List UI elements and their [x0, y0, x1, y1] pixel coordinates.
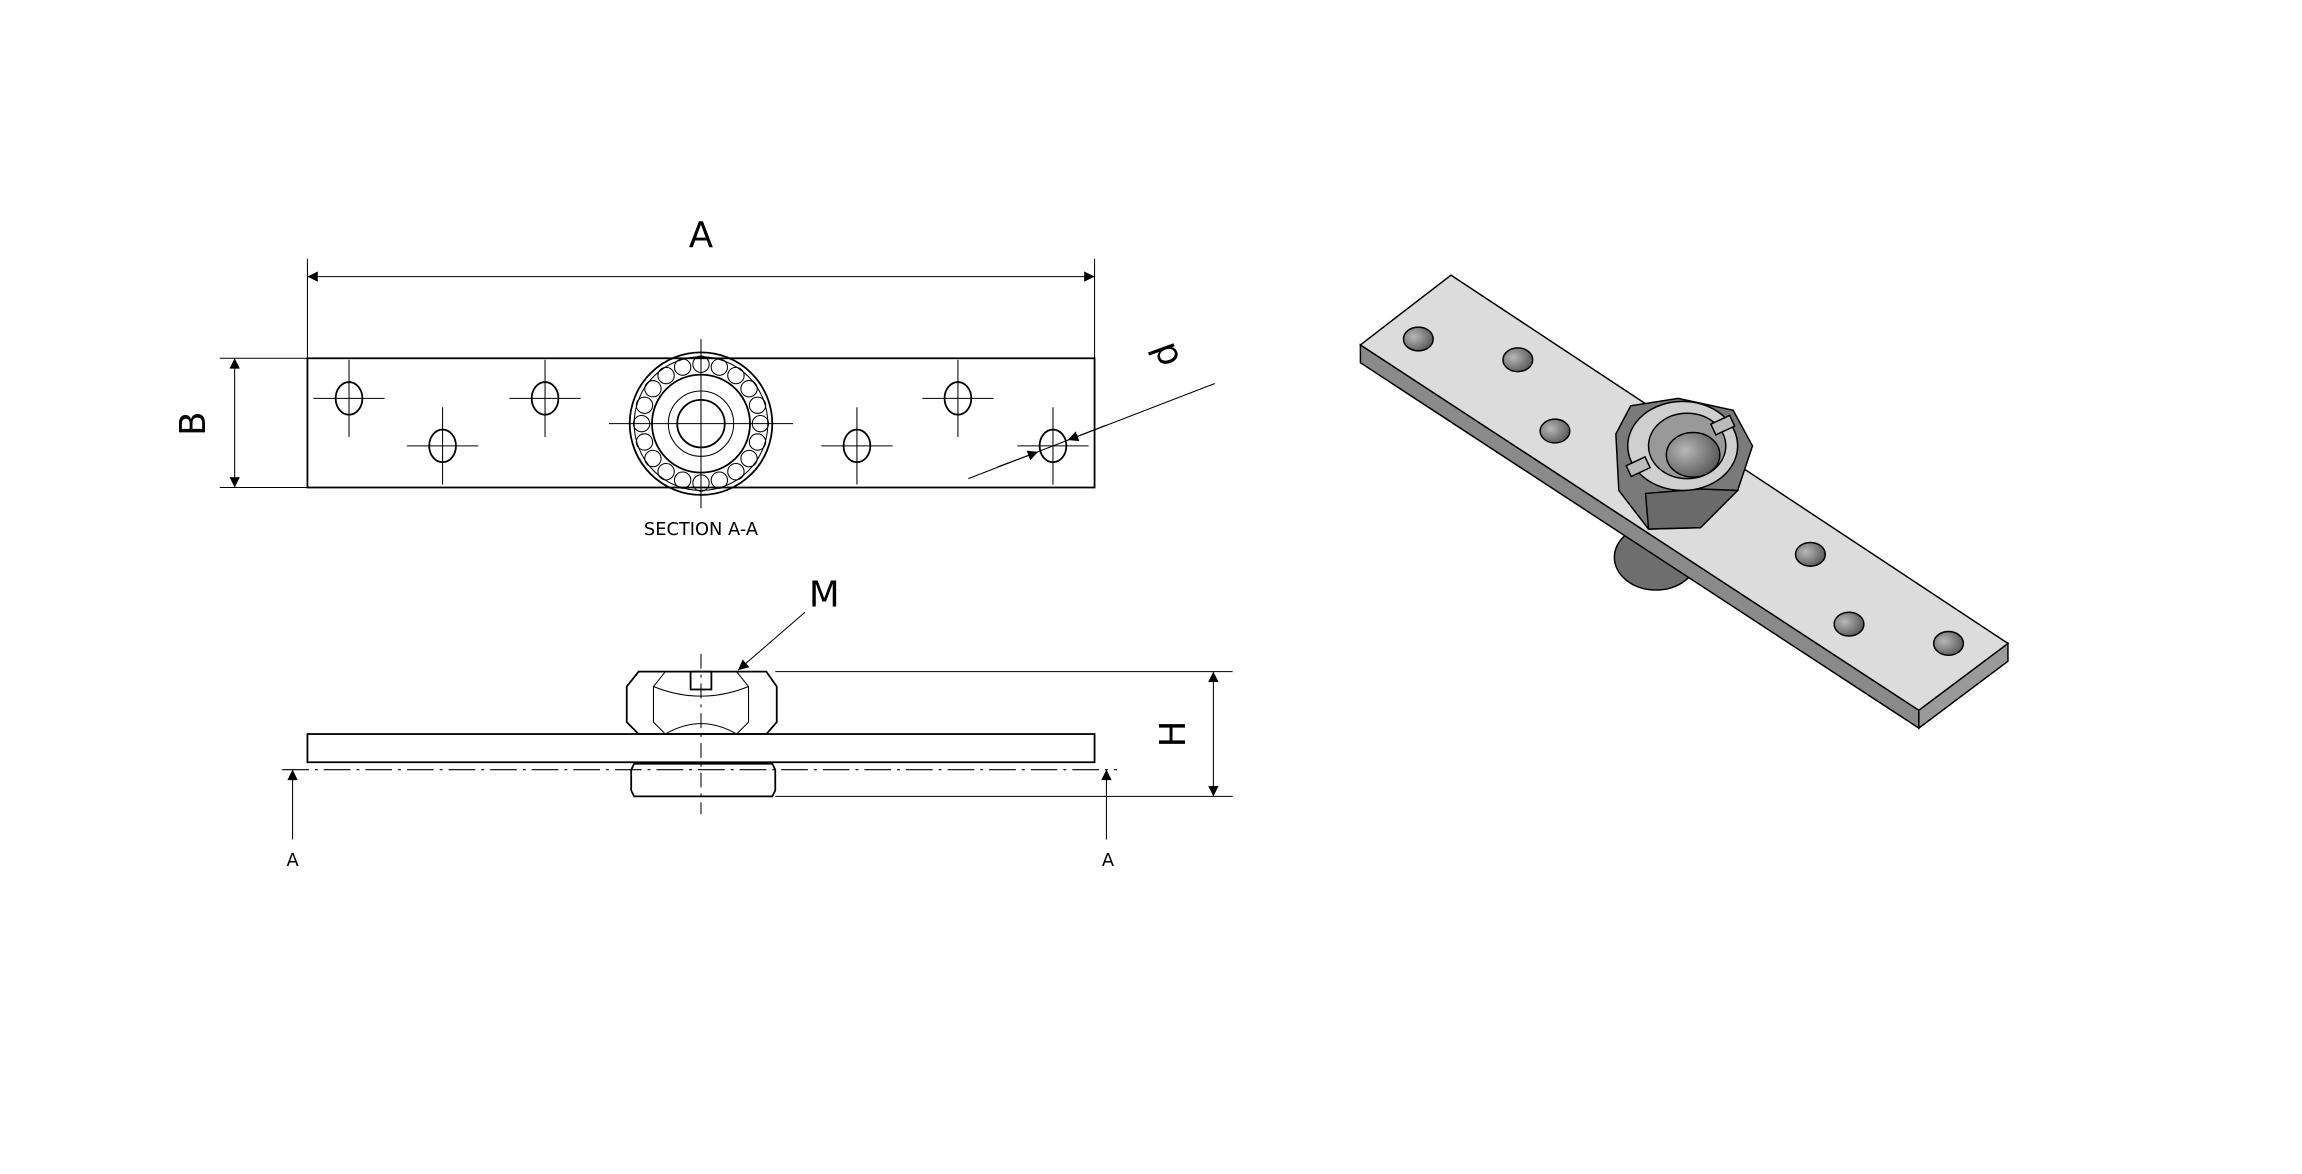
iso-hole — [1502, 347, 1534, 373]
ball — [657, 366, 675, 385]
ball — [748, 396, 767, 414]
dimension-label-b: B — [173, 411, 214, 435]
side-view: A A H M — [282, 574, 1233, 871]
ball — [644, 380, 662, 398]
iso-hole — [1932, 630, 1965, 657]
iso-slotted-nut — [1615, 397, 1754, 530]
thread-label-m: M — [809, 574, 840, 615]
ball — [644, 449, 662, 468]
nut-section — [608, 338, 794, 509]
dimension-label-d: d — [1142, 337, 1188, 372]
top-view: A B d SECTION A-A — [173, 215, 1216, 540]
mounting-holes — [313, 359, 1089, 485]
ball — [727, 366, 745, 385]
iso-hole — [1539, 418, 1571, 444]
iso-hole — [1794, 541, 1827, 567]
ball — [657, 463, 675, 481]
iso-hole — [1833, 611, 1865, 637]
section-label: SECTION A-A — [644, 519, 759, 540]
ball — [635, 396, 654, 414]
isometric-view — [1359, 274, 2010, 730]
ball — [710, 358, 729, 376]
dimension-label-a: A — [689, 215, 714, 256]
dimension-label-h: H — [1153, 721, 1194, 748]
slotted-nut-side — [625, 670, 778, 735]
section-marker-left: A — [286, 850, 299, 871]
ball — [727, 463, 745, 481]
ball — [740, 380, 758, 398]
ball — [635, 433, 654, 451]
ball — [740, 449, 758, 468]
ball — [710, 471, 729, 489]
iso-hole — [1402, 326, 1434, 352]
section-marker-right: A — [1102, 850, 1115, 871]
ball — [673, 358, 692, 376]
leader-line-m — [737, 611, 806, 671]
ball — [748, 433, 767, 451]
threaded-stud — [630, 762, 777, 798]
ball — [673, 471, 692, 489]
